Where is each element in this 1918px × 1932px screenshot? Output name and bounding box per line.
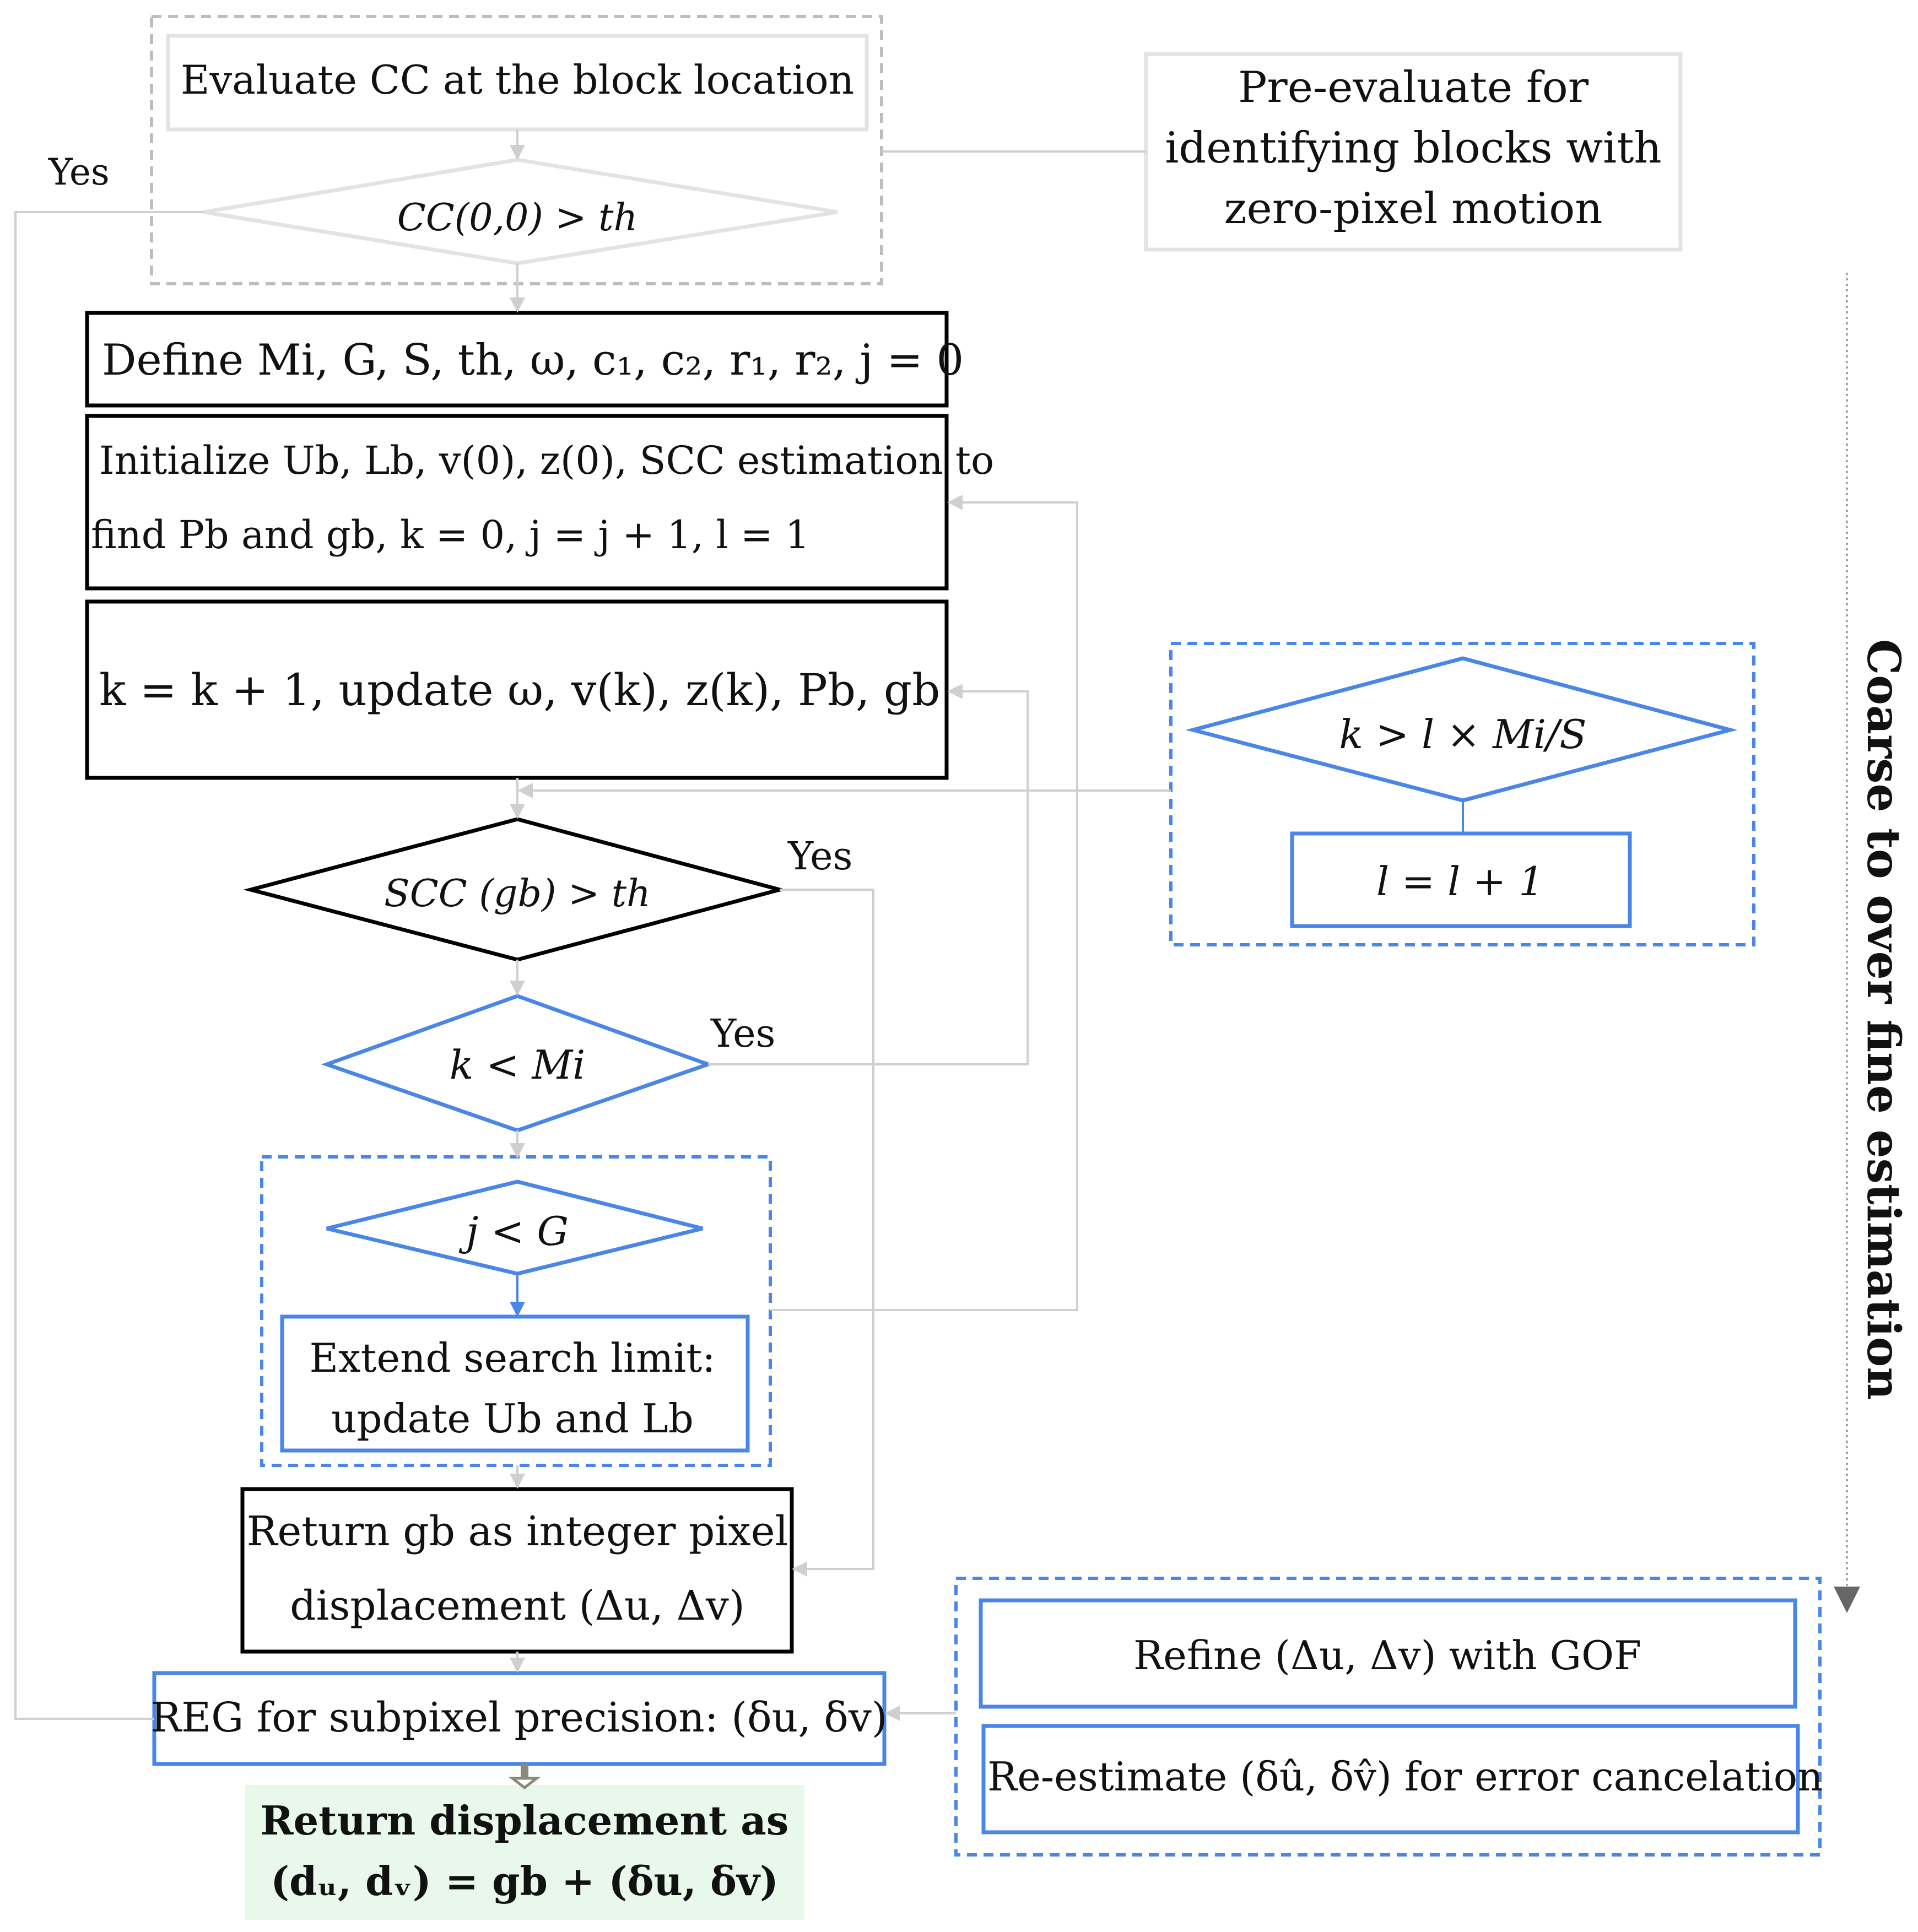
cc-threshold-decision xyxy=(203,158,838,266)
scc-yes-branch xyxy=(780,889,874,1577)
return-gb-box xyxy=(240,1487,794,1654)
j-less-g-decision xyxy=(326,1179,703,1276)
extend-search-line1: Extend search limit: xyxy=(309,1335,715,1381)
scc-decision-label: SCC (gb) > th xyxy=(384,872,651,916)
reestimate-box xyxy=(981,1724,1800,1834)
l-threshold-decision xyxy=(1185,656,1738,803)
j-less-g-label: j < G xyxy=(458,1208,569,1254)
define-parameters-box xyxy=(85,311,949,408)
final-return-line2: (dᵤ, dᵥ) = gb + (δu, δv) xyxy=(271,1858,779,1904)
reg-subpixel-label: REG for subpixel precision: (δu, δv) xyxy=(150,1694,887,1741)
k-yes-loop xyxy=(708,684,1029,1065)
extend-search-box xyxy=(280,1314,750,1453)
return-gb-line1: Return gb as integer pixel xyxy=(247,1508,788,1555)
k-yes-label: Yes xyxy=(710,1011,775,1056)
refine-group xyxy=(954,1577,1822,1857)
refine-gof-label: Refine (Δu, Δv) with GOF xyxy=(1133,1632,1641,1679)
define-parameters-label: Define Mi, G, S, th, ω, c₁, c₂, r₁, r₂, … xyxy=(102,335,964,385)
preeval-note-line3: zero-pixel motion xyxy=(1224,184,1602,234)
initialize-line2: find Pb and gb, k = 0, j = j + 1, l = 1 xyxy=(91,512,809,558)
l-threshold-label: k > l × Mi/S xyxy=(1339,711,1586,757)
coarse-to-fine-label: Coarse to over fine estimation xyxy=(1857,639,1910,1400)
cc-threshold-label: CC(0,0) > th xyxy=(397,196,638,240)
l-increment-label: l = l + 1 xyxy=(1376,858,1544,905)
preeval-yes-label: Yes xyxy=(48,151,110,193)
return-gb-line2: displacement (Δu, Δv) xyxy=(290,1582,744,1630)
k-less-mi-label: k < Mi xyxy=(450,1042,585,1088)
scc-yes-label: Yes xyxy=(787,834,852,879)
preeval-note-line1: Pre-evaluate for xyxy=(1238,63,1589,112)
reestimate-label: Re-estimate (δû, δv̂) for error cancelat… xyxy=(987,1754,1823,1800)
final-return-line1: Return displacement as xyxy=(261,1797,789,1844)
final-return-box xyxy=(245,1785,804,1920)
preeval-note-line2: identifying blocks with xyxy=(1165,123,1661,173)
arrow-reg-to-final-head xyxy=(508,1777,541,1790)
coarse-to-fine-arrowhead xyxy=(1834,1587,1860,1613)
refine-gof-box xyxy=(979,1598,1797,1709)
l-loop-group xyxy=(1169,642,1755,946)
j-loop-back xyxy=(770,495,1078,1311)
update-label: k = k + 1, update ω, v(k), z(k), Pb, gb xyxy=(99,664,940,716)
extend-search-line2: update Ub and Lb xyxy=(331,1395,694,1442)
l-increment-box xyxy=(1290,831,1632,928)
evaluate-cc-label: Evaluate CC at the block location xyxy=(181,57,854,103)
cc-yes-branch xyxy=(14,211,204,1720)
initialize-line1: Initialize Ub, Lb, v(0), z(0), SCC estim… xyxy=(99,438,994,483)
initialize-box xyxy=(85,414,949,591)
